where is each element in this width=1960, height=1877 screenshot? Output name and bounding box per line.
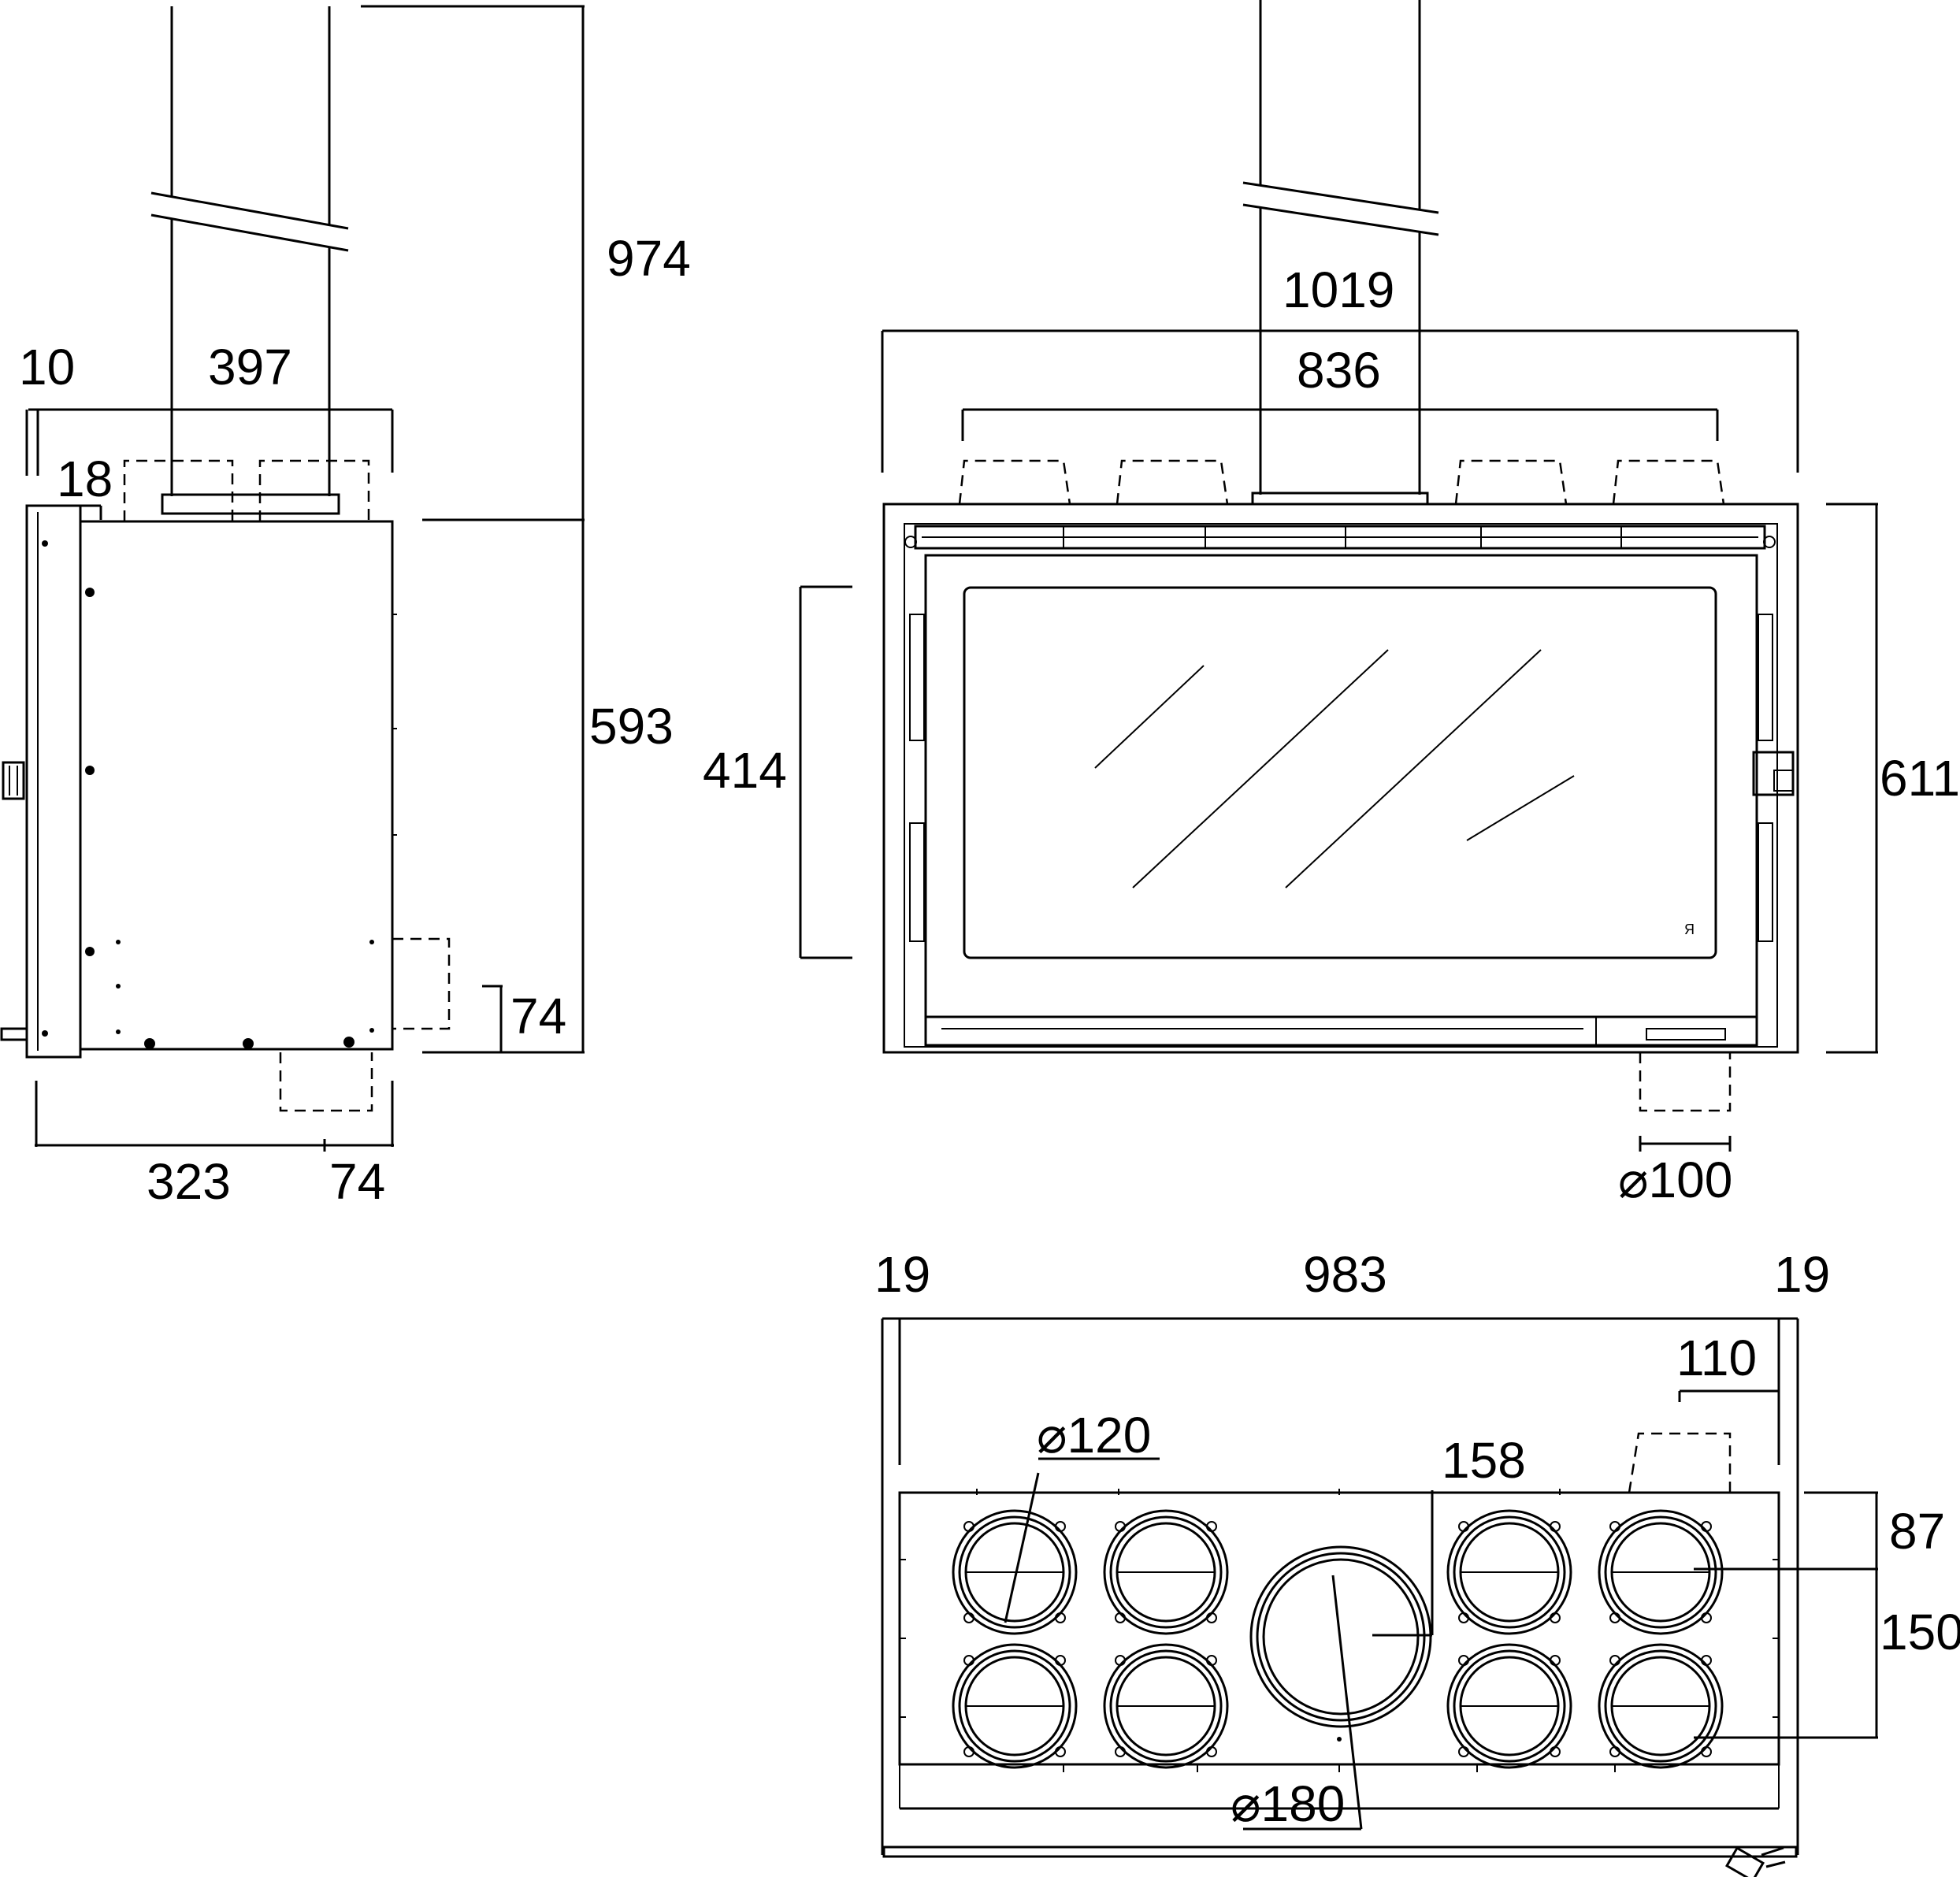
dim-right-margin: 19 <box>1774 1246 1830 1303</box>
glass-logo: Я <box>1684 922 1695 937</box>
side-view: 974 10 397 18 593 74 323 74 <box>0 5 691 1210</box>
dim-front-offset: 18 <box>57 451 113 507</box>
dim-outlet-diameter: ⌀120 <box>1037 1407 1151 1463</box>
dim-glass-height: 414 <box>703 742 787 799</box>
front-handle <box>1724 1846 1786 1877</box>
dim-body-height: 593 <box>589 698 674 755</box>
dim-inlet-offset: 110 <box>1676 1330 1757 1386</box>
dim-bottom-inlet-height: 74 <box>510 988 566 1044</box>
outlet-ring <box>952 1643 1078 1769</box>
dim-depth: 323 <box>147 1153 231 1210</box>
flue-collar <box>1249 1545 1432 1742</box>
dim-row-offset: 87 <box>1889 1503 1945 1560</box>
dim-flue-offset: 158 <box>1442 1432 1526 1489</box>
dim-top-width: 397 <box>208 339 292 395</box>
dim-overall-height: 611 <box>1880 750 1960 807</box>
outlet-ring <box>1598 1509 1724 1635</box>
dim-chimney-total: 974 <box>607 230 691 287</box>
dim-inlet-diameter: ⌀100 <box>1618 1152 1732 1208</box>
outlet-ring <box>1446 1643 1572 1769</box>
outlet-ring <box>1598 1643 1724 1769</box>
dim-flue-diameter: ⌀180 <box>1231 1775 1345 1832</box>
outlet-ring <box>952 1509 1078 1635</box>
dim-top-offset: 10 <box>19 339 75 395</box>
dim-row-spacing: 150 <box>1880 1604 1960 1660</box>
outlet-ring <box>1103 1509 1229 1635</box>
dim-left-margin: 19 <box>874 1246 930 1303</box>
front-view: Я 1019 836 414 611 ⌀ <box>703 0 1960 1208</box>
dim-outlet-span: 836 <box>1297 342 1381 399</box>
top-view: 19 983 19 110 ⌀120 158 87 150 ⌀180 <box>874 1246 1960 1877</box>
outlet-ring <box>1103 1643 1229 1769</box>
dim-inner-width: 983 <box>1303 1246 1387 1303</box>
dim-bottom-inlet-depth: 74 <box>329 1153 385 1210</box>
outlet-ring <box>1446 1509 1572 1635</box>
dim-overall-width: 1019 <box>1283 262 1394 318</box>
